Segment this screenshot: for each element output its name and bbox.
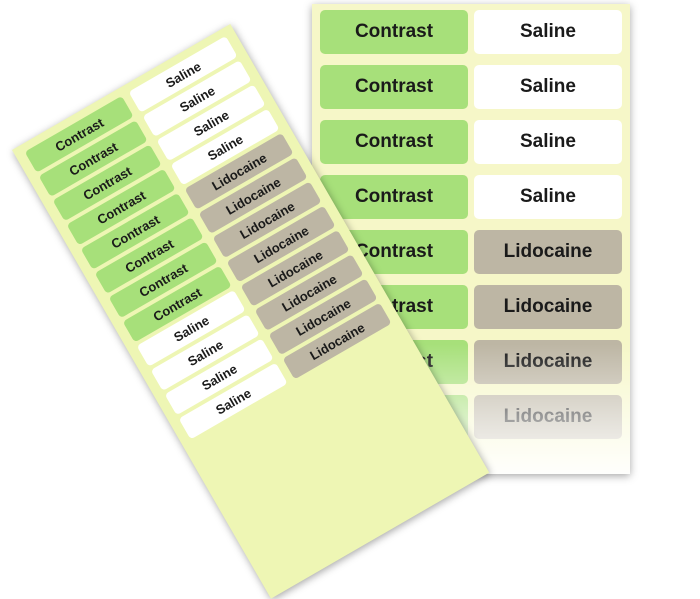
label-lidocaine: Lidocaine: [474, 340, 622, 384]
label-lidocaine: Lidocaine: [474, 395, 622, 439]
label-contrast: Contrast: [320, 10, 468, 54]
label-saline: Saline: [474, 10, 622, 54]
label-lidocaine: Lidocaine: [474, 285, 622, 329]
label-saline: Saline: [474, 175, 622, 219]
label-contrast: Contrast: [320, 65, 468, 109]
label-contrast: Contrast: [320, 175, 468, 219]
label-lidocaine: Lidocaine: [474, 230, 622, 274]
label-saline: Saline: [474, 120, 622, 164]
label-contrast: Contrast: [320, 120, 468, 164]
label-saline: Saline: [474, 65, 622, 109]
